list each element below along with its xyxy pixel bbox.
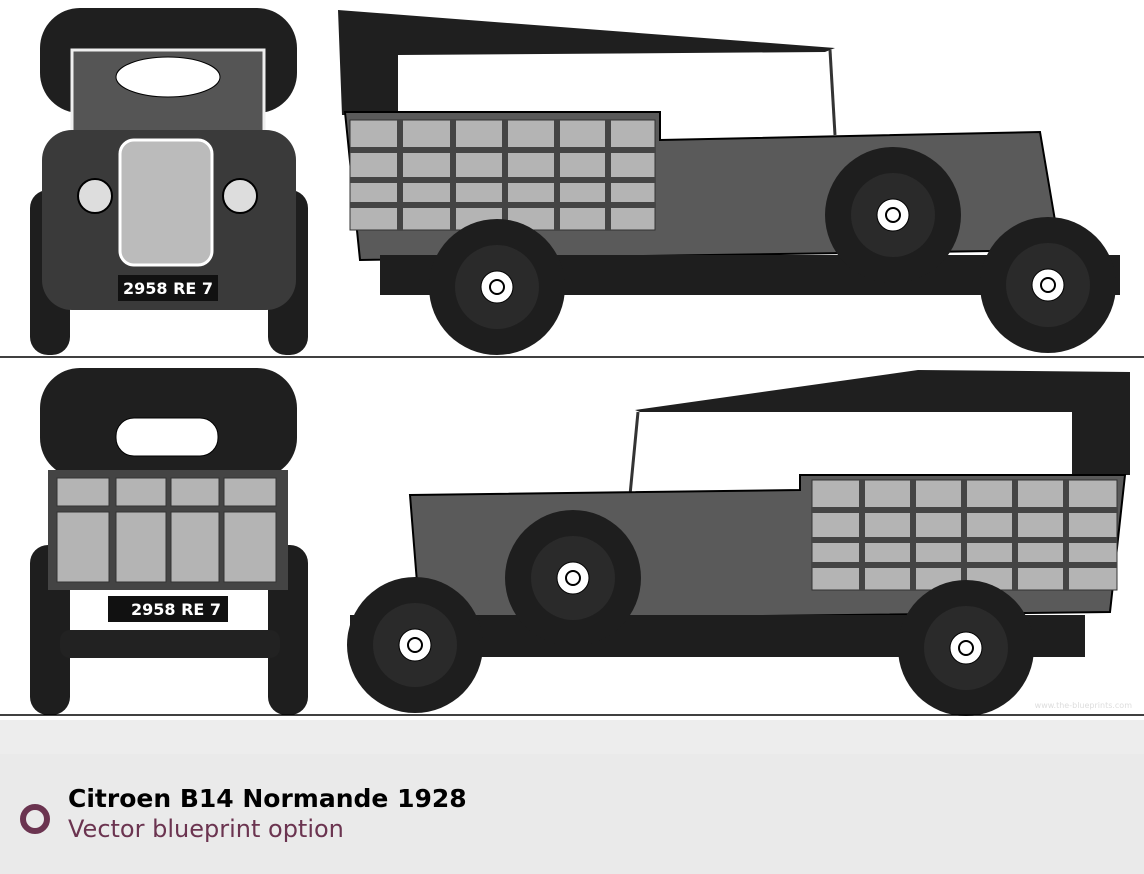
caption-subtitle: Vector blueprint option bbox=[68, 815, 344, 843]
ring-icon bbox=[20, 804, 50, 834]
side-view-left: www.the-blueprints.com bbox=[346, 370, 1133, 717]
blueprint-drawing: 2958 RE 7 bbox=[0, 8, 1144, 717]
rear-license-plate: 2958 RE 7 bbox=[131, 600, 221, 619]
front-license-plate: 2958 RE 7 bbox=[123, 279, 213, 298]
side-view-right bbox=[338, 10, 1120, 356]
rear-view: 2958 RE 7 bbox=[30, 368, 308, 715]
front-view: 2958 RE 7 bbox=[30, 8, 308, 355]
caption-title: Citroen B14 Normande 1928 bbox=[68, 784, 467, 813]
caption-panel bbox=[0, 720, 1144, 874]
watermark: www.the-blueprints.com bbox=[1035, 701, 1133, 710]
